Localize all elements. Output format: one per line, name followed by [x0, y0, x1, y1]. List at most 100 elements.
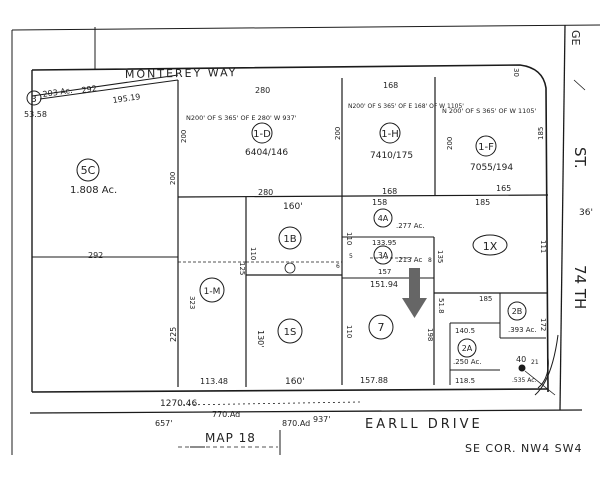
parcel-area: .277 Ac.: [396, 222, 425, 230]
dim-label: 185: [475, 198, 490, 207]
parcel-area: .393 Ac.: [508, 326, 537, 334]
dim-label: 168: [383, 81, 398, 90]
parcel-5c: 5C 1.808 Ac.: [70, 158, 117, 196]
dim-label: 225: [169, 327, 178, 342]
dim-label: 110: [345, 325, 353, 338]
parcel-1f: N 200' OF S 365' OF W 1105' 1-F 7055/194: [442, 107, 537, 173]
map-reference: MAP 18: [205, 431, 256, 445]
parcel-id: 1-D: [253, 129, 271, 140]
parcel-desc: N 200' OF S 365' OF W 1105': [442, 107, 537, 115]
parcel-desc: N200' OF S 365' OF E 168' OF W 1105': [348, 103, 464, 110]
parcel-id: 1X: [483, 240, 498, 253]
parcel-id: 1-F: [478, 142, 494, 153]
parcel-id: 2A: [462, 344, 473, 353]
dim-label: 323: [188, 296, 196, 309]
parcel-id: 4A: [378, 214, 389, 223]
dim-label: 200: [334, 127, 342, 140]
parcel-note: 53.58: [24, 110, 47, 119]
parcel-id: 7: [378, 321, 385, 334]
parcel-id: 1B: [283, 234, 296, 245]
dim-label: 158: [372, 198, 387, 207]
street-top-right: GE: [569, 30, 582, 46]
parcel-id: 5C: [81, 164, 96, 177]
dim-label: 157.88: [360, 376, 388, 385]
parcel-2b: 2B .393 Ac.: [507, 301, 537, 334]
parcel-book: 7410/175: [370, 151, 413, 161]
dim-label: 292: [81, 84, 97, 95]
parcel-1m: 1-M: [199, 277, 225, 303]
parcel-book: 6404/146: [245, 148, 288, 158]
dim-label: 125: [238, 262, 246, 275]
parcel-1b: 1B: [278, 226, 302, 274]
dimension-labels: 292 195.19 280 168 30 200 200 200 200 18…: [81, 68, 593, 428]
street-74th: 74 TH: [571, 265, 589, 309]
dim-label: 185: [479, 295, 492, 303]
dim-label: 292: [88, 251, 103, 260]
dim-label: 870.Ad: [282, 419, 310, 428]
street-monterey-way: MONTEREY WAY: [125, 66, 238, 81]
parcel-2a: 2A .250 Ac.: [453, 338, 482, 366]
dim-label: 157: [378, 268, 391, 276]
parcel-1s: 1S: [277, 318, 303, 344]
dim-label: 110: [249, 247, 257, 260]
parcel-4a: 4A .277 Ac.: [373, 208, 425, 230]
dim-label: 30: [512, 68, 520, 77]
parcel-1d: N200' OF S 365' OF E 280' W 937' 1-D 640…: [186, 114, 297, 158]
dim-label: 40: [516, 355, 526, 364]
parcel-id: 1S: [284, 327, 297, 338]
parcel-3a: 3A .213 Ac: [373, 245, 422, 265]
parcel-area: 203 Ac.: [42, 86, 73, 99]
highlight-arrow: [402, 268, 427, 318]
dim-label: 1270.46: [160, 399, 197, 409]
dim-label: 151.94: [370, 280, 398, 289]
dim-label: 160': [285, 377, 305, 387]
parcel-id: 2B: [512, 307, 523, 316]
section-corner-note: SE COR. NW4 SW4: [465, 442, 582, 455]
dim-label: 657': [155, 419, 172, 428]
parcel-3: 3 203 Ac. 53.58: [24, 86, 73, 119]
dim-label: 200: [446, 137, 454, 150]
dim-label: 280: [255, 86, 270, 95]
dim-label: 5: [349, 253, 353, 260]
dim-label: 113.48: [200, 377, 228, 386]
parcel-area: .213 Ac: [396, 256, 422, 264]
dim-label: 198: [426, 328, 434, 341]
dim-label: 200: [180, 130, 188, 143]
dim-label: 770.Ad: [212, 410, 240, 419]
dim-label: 172: [539, 318, 547, 331]
dim-label: 111: [539, 240, 547, 253]
parcel-book: 7055/194: [470, 163, 513, 173]
street-st-suffix: ST.: [571, 147, 589, 169]
dim-label: 130': [256, 330, 265, 347]
dim-label: 195.19: [112, 92, 141, 105]
parcel-1h: N200' OF S 365' OF E 168' OF W 1105' 1-H…: [348, 103, 464, 161]
dim-label: 36': [579, 208, 593, 218]
parcel-desc: N200' OF S 365' OF E 280' W 937': [186, 114, 297, 122]
parcel-id: 1-H: [381, 129, 399, 140]
street-earll-drive: EARLL DRIVE: [365, 417, 483, 432]
dim-label: 110: [345, 232, 353, 245]
dim-label: 21: [531, 359, 539, 366]
dim-label: 168: [382, 187, 397, 196]
parcel-7: 7: [368, 314, 394, 340]
dim-label: 280: [258, 188, 273, 197]
dim-label: 160': [283, 202, 303, 212]
dim-label: 165: [496, 184, 511, 193]
parcel-area: 1.808 Ac.: [70, 185, 117, 196]
parcel-1x: 1X: [472, 234, 508, 256]
parcel-id: 3A: [378, 251, 389, 260]
dim-label: .535 Ac.: [512, 377, 537, 384]
dim-label: 140.5: [455, 327, 475, 335]
dim-label: 51.8: [437, 298, 445, 314]
dim-label: 8: [428, 257, 432, 264]
dim-label: 133.95: [372, 239, 397, 247]
dim-label: 135: [436, 250, 444, 263]
dim-label: 200: [169, 172, 177, 185]
dim-label: 118.5: [455, 377, 475, 385]
dim-label: 185: [537, 127, 545, 140]
parcel-id: 1-M: [204, 287, 221, 297]
parcel-area: .250 Ac.: [453, 358, 482, 366]
dim-label: 6: [336, 263, 340, 270]
